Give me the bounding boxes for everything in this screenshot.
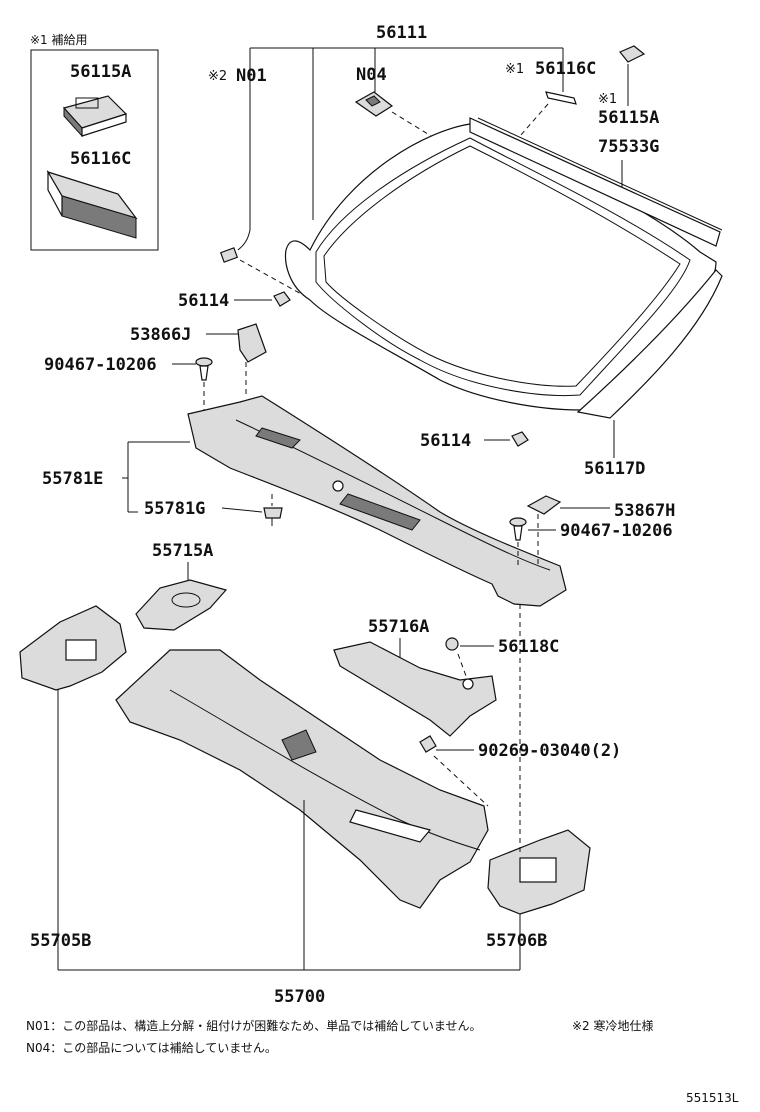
label-55715A: 55715A — [152, 541, 213, 561]
supply-box-part-56115A: 56115A — [70, 62, 131, 82]
label-55716A: 55716A — [368, 617, 429, 637]
label-N01: N01 — [236, 66, 267, 86]
label-55781G: 55781G — [144, 499, 205, 519]
cowl-top-panel-55781E — [187, 395, 567, 607]
sensor-N04-icon — [354, 91, 394, 117]
label-75533G: 75533G — [598, 137, 659, 157]
label-56118C: 56118C — [498, 637, 559, 657]
clip-56115A-icon — [619, 45, 646, 63]
adhesive-tape-icon — [46, 169, 138, 239]
panel-55715A — [135, 579, 228, 631]
label-55700: 55700 — [274, 987, 325, 1007]
label-55705B: 55705B — [30, 931, 91, 951]
supply-parts-box: ※1 補給用 56115A 56116C — [30, 33, 159, 251]
clip-55781G-icon — [263, 507, 283, 526]
tape-56116C-icon — [545, 91, 577, 105]
label-53866J: 53866J — [130, 325, 191, 345]
bracket-55705B — [19, 605, 127, 691]
label-N04: N04 — [356, 65, 387, 85]
label-56115A: 56115A — [598, 108, 659, 128]
bracket-53867H-icon — [526, 495, 562, 515]
clip-56114-b-icon — [511, 431, 529, 447]
clip-90269-icon — [419, 735, 437, 753]
supply-box-part-56116C: 56116C — [70, 149, 131, 169]
footnote-N01: N01：この部品は、構造上分解・組付けが困難なため、単品では補給していません。 — [26, 1018, 482, 1033]
fastener-clip-icon — [62, 95, 128, 138]
label-55781E: 55781E — [42, 469, 103, 489]
note-mark-1b: ※1 — [598, 92, 617, 107]
label-90467-b: 90467-10206 — [560, 521, 673, 541]
label-90467-a: 90467-10206 — [44, 355, 157, 375]
label-56114-a: 56114 — [178, 291, 229, 311]
note-mark-2: ※2 — [208, 69, 227, 84]
label-55706B: 55706B — [486, 931, 547, 951]
diagram-code: 551513L — [686, 1091, 739, 1105]
bracket-53866J-icon — [237, 323, 267, 363]
moulding-56117D — [576, 269, 723, 419]
label-56117D: 56117D — [584, 459, 645, 479]
label-90269: 90269-03040(2) — [478, 741, 621, 761]
label-56111: 56111 — [376, 23, 427, 43]
bracket-55706B — [487, 829, 591, 915]
clip-56114-icon — [273, 291, 291, 307]
panel-55716A — [333, 641, 497, 737]
clip-90467-b-icon — [509, 517, 527, 541]
bracket-56111: 56111 — [249, 23, 564, 230]
footnote-N04: N04：この部品については補給していません。 — [26, 1040, 277, 1055]
label-56116C: 56116C — [535, 59, 596, 79]
nut-56118C-icon — [445, 637, 459, 651]
label-53867H: 53867H — [614, 501, 675, 521]
moulding-75533G — [469, 117, 723, 247]
footnote-note2: ※2 寒冷地仕様 — [572, 1018, 654, 1033]
label-56114-b: 56114 — [420, 431, 471, 451]
cowl-panel-55700 — [115, 649, 489, 909]
clip-90467-a-icon — [195, 357, 213, 381]
supply-box-header: ※1 補給用 — [30, 33, 88, 47]
note-mark-1a: ※1 — [505, 62, 524, 77]
sensor-N01-icon — [219, 229, 251, 263]
